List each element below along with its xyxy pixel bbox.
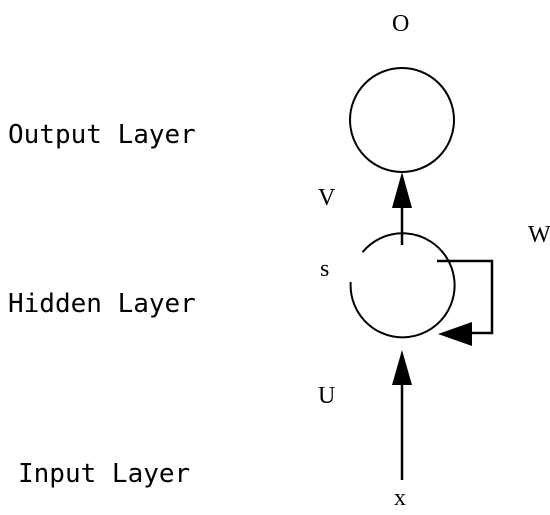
recurrent-loop-arrowhead <box>438 322 472 346</box>
weight-u-label: U <box>318 383 335 409</box>
hidden-node-label: s <box>320 256 329 282</box>
weight-w-label: W <box>528 222 550 248</box>
recurrent-loop-line <box>437 259 494 335</box>
output-layer-label: Output Layer <box>8 120 196 150</box>
hidden-node <box>349 232 456 339</box>
output-node <box>349 67 455 173</box>
output-node-label: O <box>392 11 409 37</box>
weight-v-label: V <box>318 185 336 211</box>
hidden-to-output-arrowhead <box>392 172 412 208</box>
input-layer-label: Input Layer <box>18 459 190 489</box>
hidden-layer-label: Hidden Layer <box>8 289 196 319</box>
input-node-label: x <box>394 485 406 511</box>
input-to-hidden-arrowhead <box>392 350 412 385</box>
